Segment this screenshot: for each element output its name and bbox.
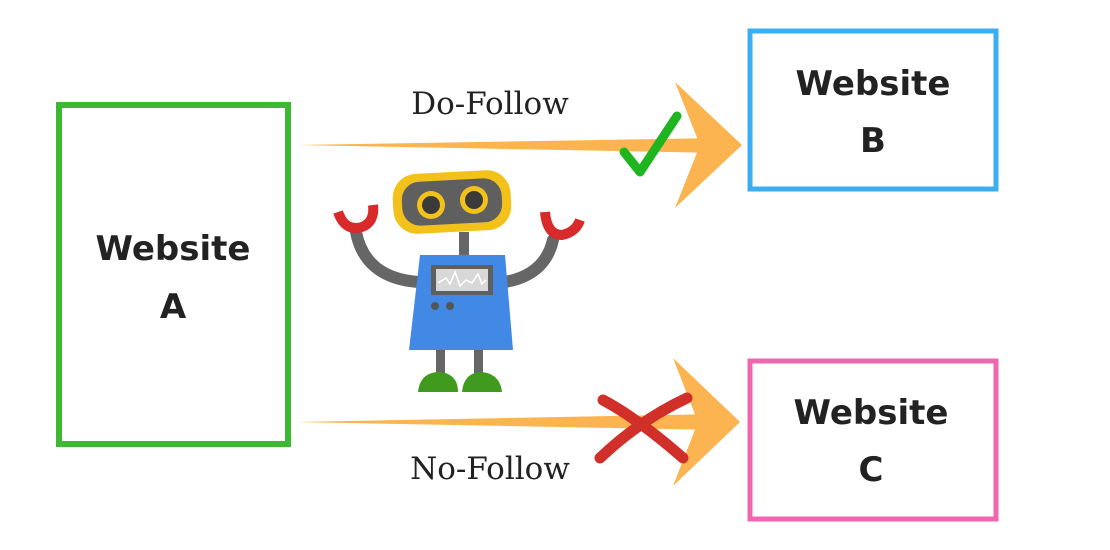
- website-a-box: Website A: [56, 102, 291, 447]
- check-icon: [619, 111, 682, 177]
- robot-illustration: [333, 170, 585, 392]
- website-c-letter: C: [859, 450, 884, 490]
- website-b-letter: B: [860, 121, 886, 161]
- website-c-box: Website C: [747, 358, 999, 522]
- website-c-label: Website: [794, 393, 949, 433]
- website-b-label: Website: [796, 64, 951, 104]
- nofollow-arrow: [296, 358, 740, 486]
- website-b-box: Website B: [747, 28, 999, 192]
- website-a-letter: A: [160, 287, 187, 327]
- dofollow-label: Do-Follow: [411, 86, 569, 122]
- cross-icon: [594, 392, 693, 464]
- nofollow-label: No-Follow: [410, 451, 570, 487]
- dofollow-arrow: [296, 82, 742, 208]
- website-a-label: Website: [96, 229, 251, 269]
